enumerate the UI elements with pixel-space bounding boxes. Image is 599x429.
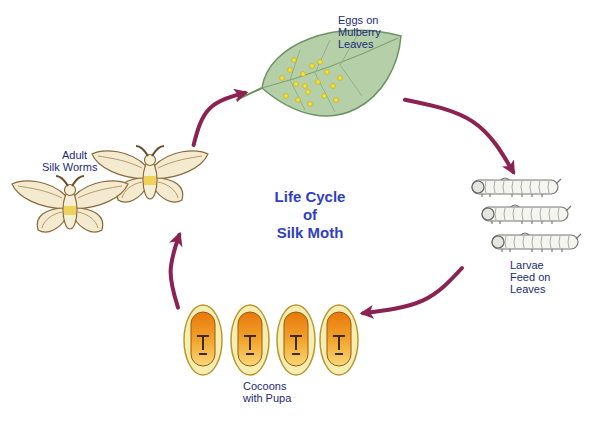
stage-node: Larvae Feed on Leaves: [462, 172, 590, 300]
silkworm-larvae: [472, 178, 581, 252]
title-block: Life Cycle of Silk Moth: [268, 188, 352, 242]
diagram-title: Life Cycle of Silk Moth: [275, 188, 346, 241]
stage-label: Eggs on Mulberry Leaves: [338, 14, 392, 50]
cocoons: [184, 305, 358, 375]
silk-eggs: [280, 58, 343, 107]
stage-node: Eggs on Mulberry Leaves: [245, 10, 405, 148]
cycle-arrow: [363, 268, 462, 313]
mulberry-leaf: [236, 30, 401, 116]
stage-node: Adult Silk Worms: [5, 145, 210, 235]
cycle-arrow: [405, 100, 513, 172]
cycle-arrow: [171, 235, 180, 308]
cycle-arrow: [194, 93, 245, 145]
adult-moths: [12, 146, 208, 232]
stage-label: Adult Silk Worms: [42, 149, 102, 173]
stage-label: Larvae Feed on Leaves: [510, 259, 564, 295]
stage-node: Cocoons with Pupa: [178, 302, 363, 414]
stage-label: Cocoons with Pupa: [243, 380, 301, 404]
